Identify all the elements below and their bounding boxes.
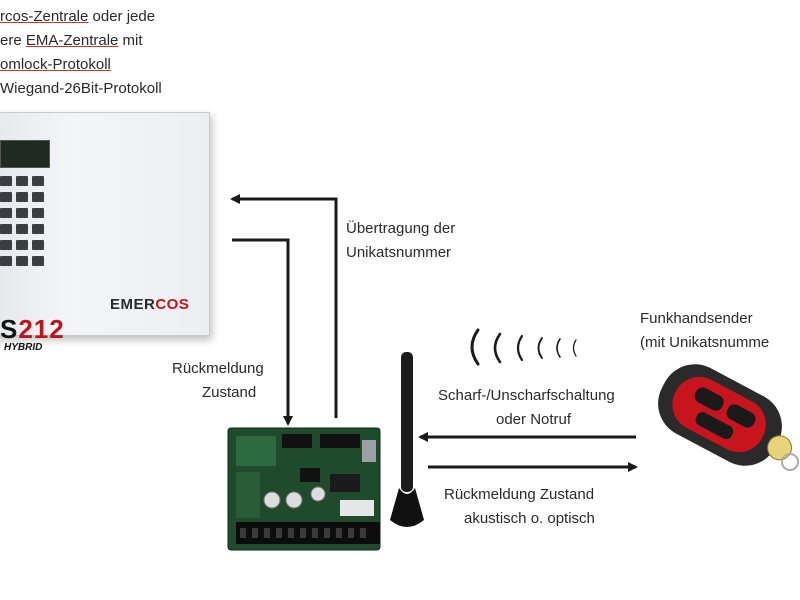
panel-note-link-3: omlock-Protokoll: [0, 56, 111, 73]
antenna-icon: [390, 352, 424, 527]
panel-note-line-2: ere EMA-Zentrale mit: [0, 32, 143, 49]
panel-note-link-1: rcos-Zentrale: [0, 8, 89, 25]
transfer-arrow: [230, 194, 338, 418]
transfer-label-line-1: Übertragung der: [346, 220, 456, 237]
feedback-arrow: [232, 238, 293, 426]
panel-model-sub: HYBRID: [4, 342, 43, 353]
feedback-label-line-1: Rückmeldung: [172, 360, 264, 377]
key-ring-icon: [781, 453, 799, 471]
status-label-line-1: Rückmeldung Zustand: [444, 486, 595, 503]
radio-waves-icon: [470, 328, 577, 366]
panel-note-line-4: Wiegand-26Bit-Protokoll: [0, 80, 162, 97]
remote-label-line-2: (mit Unikatsnumme: [640, 334, 770, 351]
remote-label-line-1: Funkhandsender: [640, 310, 753, 327]
panel-note-link-2: EMA-Zentrale: [25, 32, 119, 49]
feedback-label-line-2: Zustand: [202, 384, 257, 401]
panel-note-line-1: rcos-Zentrale oder jede: [0, 8, 156, 25]
panel-note-line-3: omlock-Protokoll: [0, 54, 111, 76]
status-label-line-2: akustisch o. optisch: [464, 510, 595, 527]
panel-display: [0, 140, 50, 168]
arm-label-line-2: oder Notruf: [496, 411, 572, 428]
panel-keypad: [0, 172, 48, 272]
receiver-board: [227, 427, 381, 551]
panel-brand-logo: EMERCOS: [110, 296, 190, 313]
arm-label-line-1: Scharf-/Unscharfschaltung: [438, 387, 615, 404]
panel-model-label: S212: [0, 314, 65, 344]
remote-control-icon: [658, 364, 793, 466]
transfer-label-line-2: Unikatsnummer: [346, 244, 452, 261]
